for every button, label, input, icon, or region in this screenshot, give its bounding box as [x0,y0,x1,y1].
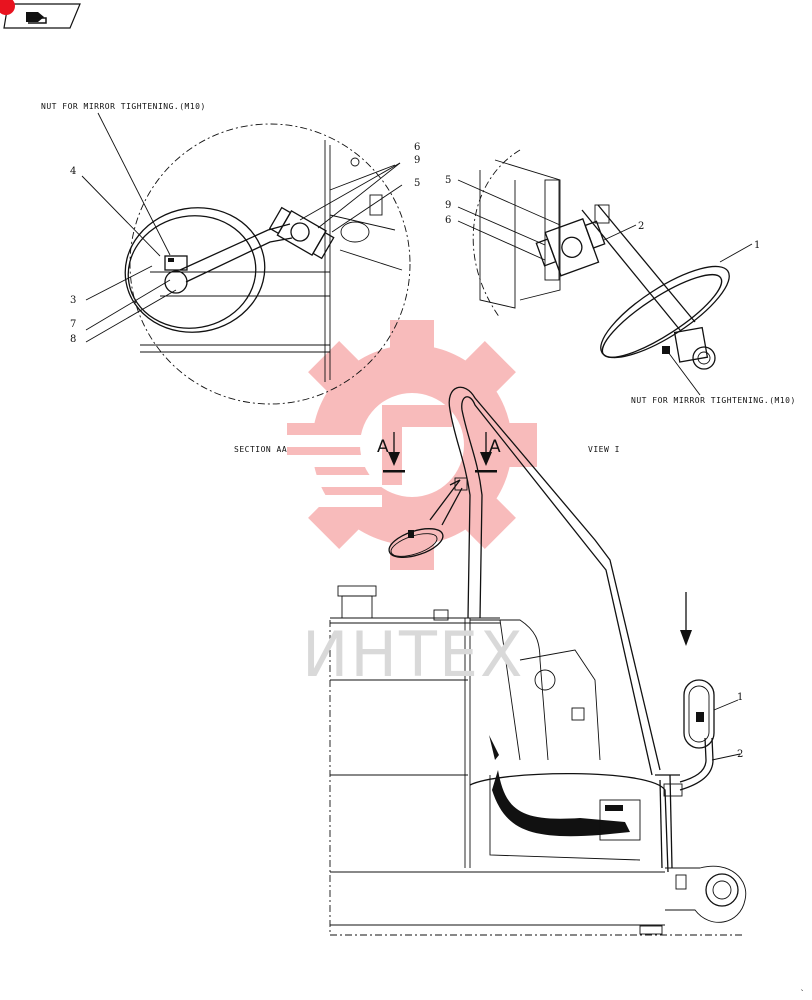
callout-sec-7: 7 [70,319,76,330]
red-corner-badge [0,0,15,15]
callout-view-6: 6 [445,215,451,226]
guard-rail [388,386,683,869]
callout-main-1: 1 [737,692,743,703]
nut-note-right: NUT FOR MIRROR TIGHTENING.(M10) [631,396,796,405]
section-arrows [383,432,692,646]
back-navigation-button[interactable] [0,0,81,29]
nut-note-left: NUT FOR MIRROR TIGHTENING.(M10) [41,102,206,111]
section-aa-detail [81,112,411,405]
callout-sec-5: 5 [414,178,420,189]
view-i-caption: VIEW I [588,445,620,454]
section-aa-caption: SECTION AA [234,445,287,454]
watermark-text: ИНТЕХ [302,618,525,691]
callout-sec-3: 3 [70,295,76,306]
view-i-detail [457,149,753,396]
section-arrow-label-left: A [377,437,389,457]
callout-view-2: 2 [638,221,644,232]
callout-view-9: 9 [445,200,451,211]
section-arrow-label-right: A [489,437,501,457]
callout-main-2: 2 [737,749,743,760]
callout-sec-9: 9 [414,155,420,166]
page-corner-mark: ` [800,988,805,998]
callout-sec-6: 6 [414,142,420,153]
watermark-logo [282,320,537,570]
callout-sec-8: 8 [70,334,76,345]
callout-sec-4: 4 [70,166,76,177]
return-arrow-icon [26,12,47,24]
callout-view-1: 1 [754,240,760,251]
side-mirror [679,679,741,791]
machine-body [329,585,747,936]
callout-view-5: 5 [445,175,451,186]
